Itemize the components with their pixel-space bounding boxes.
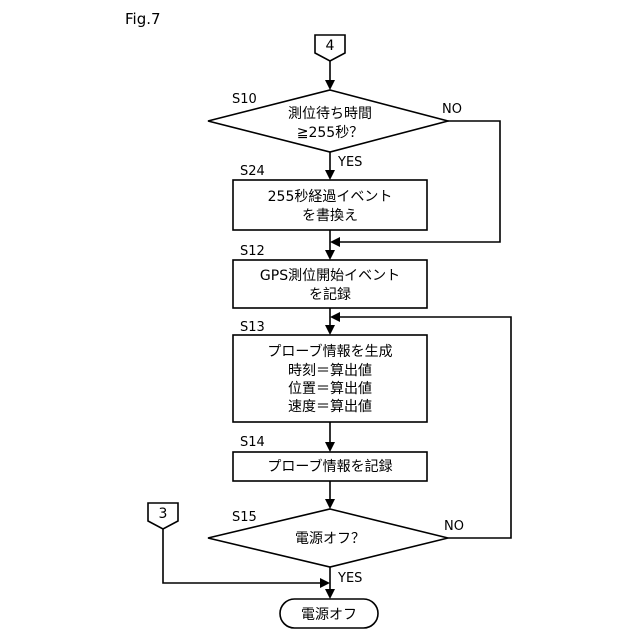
step-id-s15: S15 — [232, 510, 257, 525]
step-id-s13: S13 — [240, 320, 265, 335]
terminal-power-off: 電源オフ — [280, 599, 378, 628]
s13-line-1: プローブ情報を生成 — [267, 343, 392, 360]
connector-3-label: 3 — [159, 506, 168, 522]
connector-4-label: 4 — [326, 38, 335, 54]
s15-no-label: NO — [444, 519, 464, 534]
s10-yes-label: YES — [337, 155, 362, 170]
s24-line-1: 255秒経過イベント — [268, 189, 393, 205]
s13-line-3: 位置＝算出値 — [288, 381, 372, 397]
s15-yes-label: YES — [337, 571, 362, 586]
process-s14: プローブ情報を記録 — [233, 452, 427, 481]
terminal-label: 電源オフ — [301, 607, 357, 623]
s14-line-1: プローブ情報を記録 — [267, 458, 392, 475]
process-s24: 255秒経過イベント を書換え — [233, 180, 427, 230]
process-s13: プローブ情報を生成 時刻＝算出値 位置＝算出値 速度＝算出値 — [233, 335, 427, 422]
s12-line-1: GPS測位開始イベント — [260, 268, 400, 284]
s12-line-2: を記録 — [309, 286, 351, 303]
connector-3: 3 — [148, 503, 178, 529]
s10-line-2: ≧255秒？ — [297, 125, 363, 141]
process-s12: GPS測位開始イベント を記録 — [233, 260, 427, 308]
s10-line-1: 測位待ち時間 — [288, 106, 372, 122]
s15-line-1: 電源オフ？ — [295, 531, 365, 547]
step-id-s14: S14 — [240, 435, 265, 450]
s13-line-4: 速度＝算出値 — [288, 399, 372, 415]
s10-no-label: NO — [442, 102, 462, 117]
step-id-s24: S24 — [240, 164, 265, 179]
step-id-s12: S12 — [240, 244, 265, 259]
connector-4: 4 — [315, 35, 345, 61]
figure-label: Fig.7 — [125, 10, 161, 28]
s13-line-2: 時刻＝算出値 — [288, 363, 372, 379]
step-id-s10: S10 — [232, 92, 257, 107]
s24-line-2: を書換え — [302, 208, 358, 224]
